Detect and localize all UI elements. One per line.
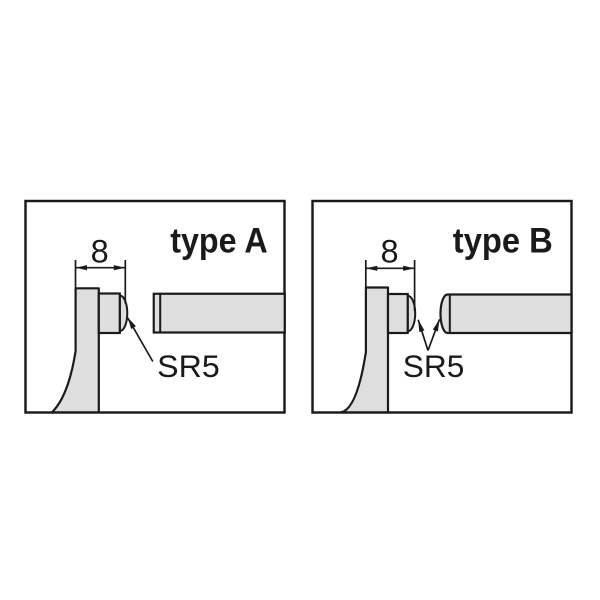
- svg-text:type B: type B: [453, 221, 553, 261]
- svg-text:SR5: SR5: [157, 349, 220, 384]
- svg-text:SR5: SR5: [403, 349, 465, 384]
- svg-text:8: 8: [91, 233, 109, 270]
- svg-text:8: 8: [380, 233, 398, 270]
- svg-text:type A: type A: [170, 221, 268, 261]
